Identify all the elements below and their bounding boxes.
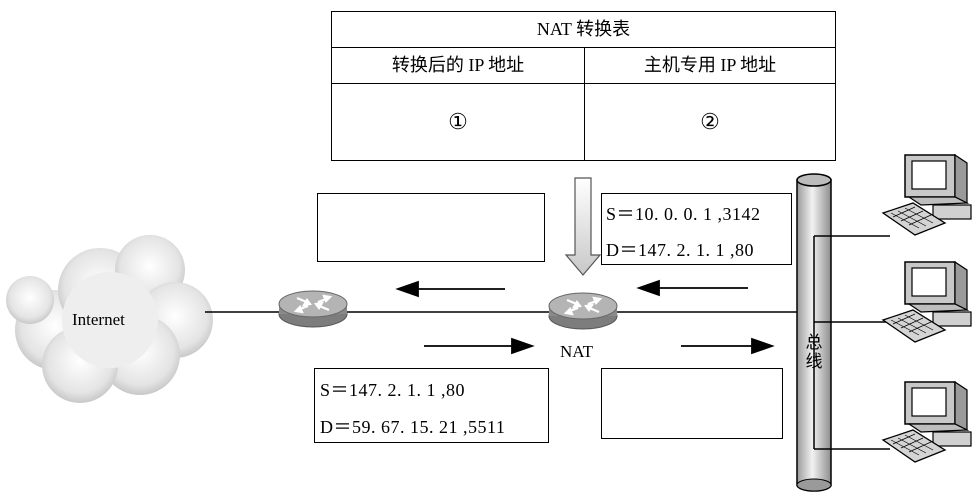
- nat-table-value-2: ②: [700, 109, 720, 134]
- nat-label: NAT: [560, 342, 594, 361]
- empty-packet-box-lower-right: [601, 368, 783, 439]
- router-icon: [277, 289, 349, 329]
- computer-icon: [882, 154, 972, 236]
- nat-table-divider: [584, 47, 585, 160]
- packet-destination: D＝59. 67. 15. 21 ,5511: [320, 417, 506, 437]
- packet-box-internet-return: [314, 368, 549, 443]
- computer-icon: [882, 381, 972, 463]
- nat-table-header-row: [332, 47, 835, 84]
- internet-label: Internet: [72, 310, 125, 329]
- nat-table-title: NAT 转换表: [332, 12, 835, 48]
- nat-table-header-translated-ip: 转换后的 IP 地址: [391, 55, 525, 75]
- packet-destination: D＝147. 2. 1. 1 ,80: [606, 240, 754, 260]
- arrow-right-icon: [424, 337, 535, 355]
- packet-box-lan-to-nat: [601, 193, 792, 265]
- computer-icon: [882, 261, 972, 343]
- empty-packet-box-upper-left: [317, 193, 545, 262]
- nat-table: NAT 转换表 转换后的 IP 地址 主机专用 IP 地址 ① ②: [331, 11, 836, 161]
- bus-label-char-2: 线: [805, 352, 823, 371]
- down-arrow-icon: [564, 177, 602, 276]
- bus-label-char-1: 总: [805, 333, 823, 352]
- arrow-left-icon: [636, 279, 748, 297]
- arrow-left-icon: [395, 280, 505, 298]
- nat-table-value-1: ①: [448, 109, 468, 134]
- nat-router-icon: [547, 291, 619, 331]
- arrow-right-icon: [681, 337, 775, 355]
- bus-wiring: [813, 235, 890, 450]
- internet-cloud: [6, 235, 213, 403]
- packet-source: S＝147. 2. 1. 1 ,80: [320, 380, 466, 400]
- nat-table-header-private-ip: 主机专用 IP 地址: [643, 55, 777, 75]
- packet-source: S＝10. 0. 0. 1 ,3142: [606, 204, 761, 224]
